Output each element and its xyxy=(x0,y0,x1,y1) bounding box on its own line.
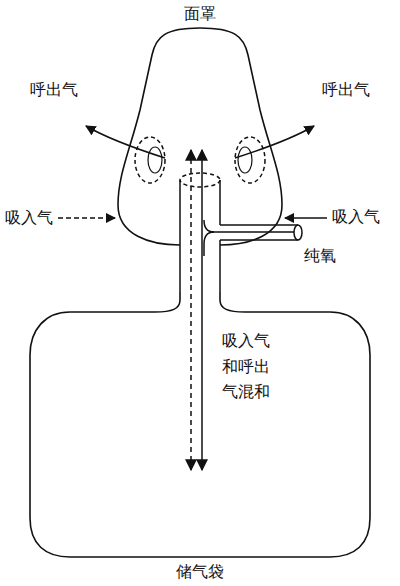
mask-outline-shape xyxy=(100,0,300,250)
mask-outline-outline xyxy=(118,28,282,245)
reservoir-bag-shape xyxy=(28,288,372,584)
exhale-arrow xyxy=(235,126,314,158)
tube-wall xyxy=(179,180,181,292)
oxygen-tube xyxy=(220,239,298,241)
mask-label: 面罩 xyxy=(100,4,300,23)
reservoir-bag-outline xyxy=(30,292,370,557)
oxygen-flow xyxy=(204,232,294,256)
mask-outline: 面罩 xyxy=(100,0,300,250)
flow-label: 呼出气 xyxy=(30,80,78,99)
oxygen-port xyxy=(294,225,302,240)
mixed-gas-label: 吸入气和呼出气混和 xyxy=(222,328,271,405)
gas-flow-arrow xyxy=(190,150,192,470)
bag-label: 储气袋 xyxy=(28,562,372,581)
reservoir-bag: 吸入气和呼出气混和储气袋 xyxy=(28,288,372,584)
oxygen-tube xyxy=(220,224,298,226)
flow-label: 呼出气 xyxy=(322,80,370,99)
flow-label: 纯氧 xyxy=(304,246,336,265)
exhale-valve xyxy=(148,147,162,173)
exhale-valve xyxy=(238,147,252,173)
gas-flow-arrow xyxy=(201,150,203,470)
tube-wall xyxy=(219,240,221,292)
tube-wall xyxy=(219,180,221,225)
flow-label: 吸入气 xyxy=(5,208,53,227)
flow-label: 吸入气 xyxy=(332,207,380,226)
inhale-arrow xyxy=(285,217,327,219)
exhale-arrow xyxy=(86,126,165,158)
inhale-arrow xyxy=(58,217,115,219)
exhale-valve xyxy=(235,137,265,183)
exhale-valve xyxy=(135,137,165,183)
oxygen-flow xyxy=(204,220,214,232)
tube-opening xyxy=(180,173,220,187)
